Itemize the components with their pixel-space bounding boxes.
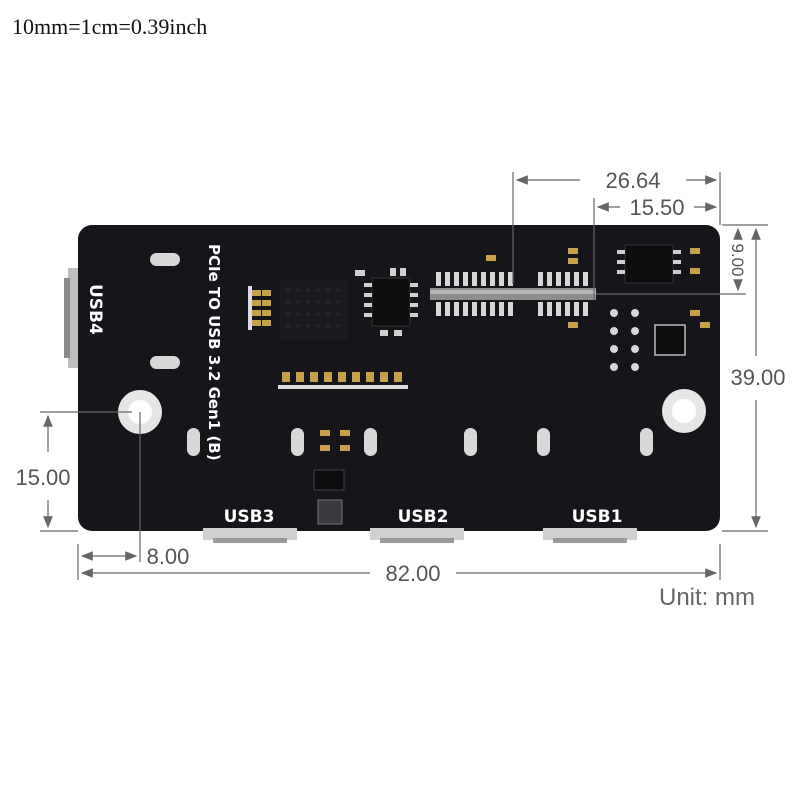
usb1-connector	[543, 528, 637, 543]
smd-components	[248, 248, 710, 451]
dimension-lines	[40, 172, 768, 580]
board-connector	[430, 272, 596, 316]
oval-pads	[150, 253, 653, 456]
usb4-label: USB4	[85, 284, 105, 335]
dim-connector-offset: 15.50	[629, 195, 684, 220]
eeprom-chip	[355, 268, 418, 336]
scale-note: 10mm=1cm=0.39inch	[12, 14, 208, 39]
dim-total-height: 39.00	[730, 365, 785, 390]
main-controller-ic	[280, 280, 348, 340]
dim-total-width: 82.00	[385, 561, 440, 586]
dim-hole-x: 8.00	[147, 544, 190, 569]
regulator-chip	[617, 244, 681, 284]
usb2-connector	[370, 528, 464, 543]
mounting-hole-right	[662, 389, 706, 433]
dim-connector-span: 26.64	[605, 168, 660, 193]
usb3-connector	[203, 528, 297, 543]
bottom-sot-chip	[313, 469, 345, 525]
board-title: PCIe TO USB 3.2 Gen1 (B)	[205, 244, 223, 461]
test-pads	[610, 309, 639, 371]
usb3-label: USB3	[224, 507, 275, 527]
dim-connector-y: 9.00	[728, 243, 747, 276]
dim-hole-y: 15.00	[15, 465, 70, 490]
qfn-chip	[654, 324, 686, 356]
usb1-label: USB1	[572, 507, 623, 527]
unit-note: Unit: mm	[659, 584, 755, 611]
usb2-label: USB2	[398, 507, 449, 527]
